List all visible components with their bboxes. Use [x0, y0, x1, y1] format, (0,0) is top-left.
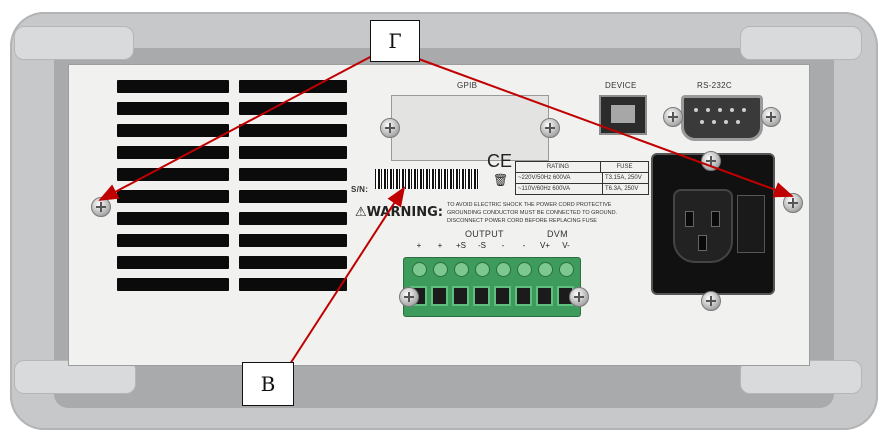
rs232-pin — [706, 108, 710, 112]
vent-slot — [117, 256, 229, 269]
fuse-holder — [737, 195, 765, 253]
vent-slot — [239, 278, 347, 291]
terminal-screw — [433, 262, 448, 277]
gpib-screw-left — [380, 118, 400, 138]
terminal-screw-left — [399, 287, 419, 307]
vent-slot — [117, 212, 229, 225]
rating-row-2: ~110V/60Hz 600VA — [516, 184, 603, 194]
ac-screw-top — [701, 151, 721, 171]
arrow-g-to-right-screw — [415, 57, 794, 198]
rs232-label: RS-232C — [697, 81, 733, 90]
ac-prong-right — [711, 211, 720, 227]
rs232-screw-left — [663, 107, 683, 127]
terminal-label: - — [501, 241, 505, 250]
dvm-label: DVM — [547, 229, 568, 239]
warning-title: ⚠WARNING: — [355, 205, 443, 220]
fuse-row-2: T6.3A, 250V — [605, 186, 639, 192]
vent-slot — [117, 234, 229, 247]
rs232-screw-right — [761, 107, 781, 127]
rs232-pin — [694, 108, 698, 112]
gpib-cover-plate — [380, 95, 560, 161]
usb-port-socket — [611, 105, 635, 123]
foot-top-left — [14, 26, 134, 60]
vent-slot — [117, 168, 229, 181]
gpib-screw-right — [540, 118, 560, 138]
vent-slot — [117, 146, 229, 159]
vent-slot — [117, 80, 229, 93]
ac-prong-ground — [698, 235, 707, 251]
terminal-slot — [536, 286, 553, 306]
vent-slot — [239, 190, 347, 203]
terminal-screw — [454, 262, 469, 277]
vent-slot — [117, 278, 229, 291]
terminal-label: - — [522, 241, 526, 250]
terminal-label: V+ — [539, 241, 550, 250]
terminal-label: + — [437, 241, 443, 250]
rs232-pin — [742, 108, 746, 112]
rs232-pin — [700, 120, 704, 124]
callout-v: В — [242, 362, 294, 406]
vent-slot — [239, 124, 347, 137]
terminal-screw — [559, 262, 574, 277]
fuse-row-1: T3.15A, 250V — [605, 175, 642, 181]
ac-screw-bottom — [701, 291, 721, 311]
arrow-g-to-left-screw — [98, 55, 373, 201]
rating-row-1: ~220V/50Hz 600VA — [516, 173, 603, 183]
ac-inlet-socket — [673, 189, 733, 263]
arrow-v-to-barcode — [289, 186, 406, 365]
usb-device-port — [599, 95, 647, 135]
output-label: OUTPUT — [465, 229, 504, 239]
rs232-pin — [736, 120, 740, 124]
vent-slot — [239, 234, 347, 247]
terminal-label: +S — [455, 241, 466, 250]
rs232-pin — [724, 120, 728, 124]
weee-bin-icon: 🗑 — [493, 173, 509, 187]
warning-text: TO AVOID ELECTRIC SHOCK THE POWER CORD P… — [447, 202, 618, 224]
terminal-slot — [473, 286, 490, 306]
ac-prong-left — [685, 211, 694, 227]
terminal-screw — [412, 262, 427, 277]
device-label: DEVICE — [605, 81, 637, 90]
screw-left — [91, 197, 111, 217]
vent-slot — [117, 190, 229, 203]
terminal-slot — [452, 286, 469, 306]
vent-slot — [239, 256, 347, 269]
rs232-pin — [718, 108, 722, 112]
ac-inlet-module — [651, 153, 775, 295]
terminal-screw — [517, 262, 532, 277]
fuse-header: FUSE — [616, 164, 633, 170]
vent-slot — [117, 102, 229, 115]
vent-slot — [239, 146, 347, 159]
vent-slot — [239, 212, 347, 225]
rating-table: RATING FUSE ~220V/50Hz 600VA T3.15A, 250… — [515, 161, 649, 195]
terminal-slot — [515, 286, 532, 306]
terminal-label: + — [416, 241, 422, 250]
terminal-screw — [538, 262, 553, 277]
output-terminal-block — [403, 257, 581, 317]
terminal-screw — [475, 262, 490, 277]
terminal-slot — [431, 286, 448, 306]
ce-mark: CE — [487, 151, 513, 171]
serial-barcode — [375, 169, 479, 189]
terminal-slot — [494, 286, 511, 306]
foot-top-right — [740, 26, 862, 60]
terminal-screw — [496, 262, 511, 277]
terminal-label: V- — [562, 241, 570, 250]
sn-label: S/N: — [351, 185, 369, 194]
terminal-label: -S — [478, 241, 486, 250]
rear-panel: GPIB DEVICE RS-232C CE 🗑 S/N: ⚠WARNING: … — [68, 64, 810, 366]
rs232-pin — [712, 120, 716, 124]
gpib-label: GPIB — [457, 81, 478, 90]
rating-header: RATING — [516, 162, 601, 172]
rs232-pin — [730, 108, 734, 112]
terminal-screw-right — [569, 287, 589, 307]
terminal-labels-row: + + +S -S - - V+ V- — [403, 241, 579, 253]
callout-g: Г — [370, 20, 420, 62]
vent-slot — [239, 168, 347, 181]
vent-slot — [117, 124, 229, 137]
